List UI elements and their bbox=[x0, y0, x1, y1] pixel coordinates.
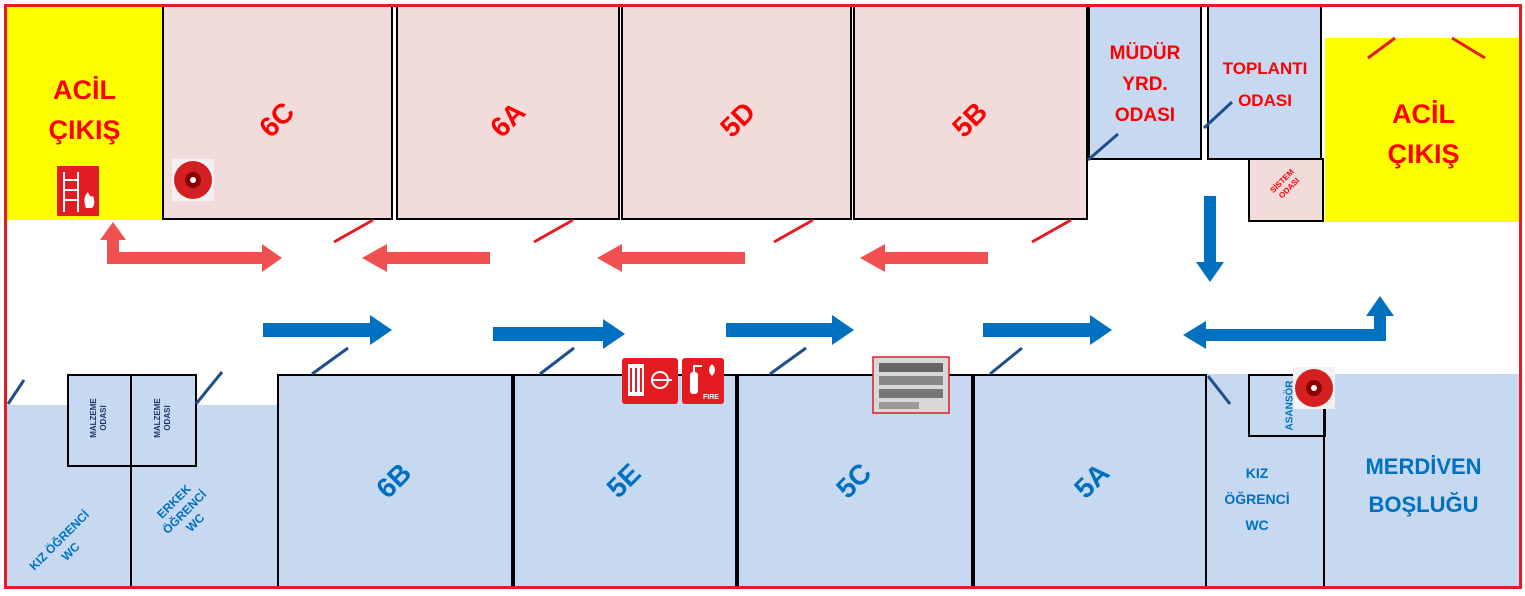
room-5b bbox=[853, 5, 1088, 220]
red-arrow-3 bbox=[362, 244, 490, 272]
room-5e bbox=[513, 374, 737, 588]
storage-1-label: MALZEME ODASI bbox=[89, 398, 108, 438]
red-arrow-2 bbox=[597, 244, 745, 272]
blue-arrow-4 bbox=[983, 315, 1112, 345]
mudur-yrd-odasi bbox=[1088, 5, 1202, 160]
merdiven-area bbox=[1325, 374, 1522, 586]
mudur-label: MÜDÜR YRD. ODASI bbox=[1109, 43, 1181, 126]
wc-divider bbox=[130, 467, 132, 587]
red-arrow-1 bbox=[860, 244, 988, 272]
storage-2-label: MALZEME ODASI bbox=[153, 398, 172, 438]
toplanti-odasi bbox=[1207, 5, 1322, 160]
blue-arrow-down bbox=[1196, 196, 1224, 282]
fire-sign-text: FIRE bbox=[703, 394, 719, 401]
kiz-wc-right-label: KIZ ÖĞRENCİ WC bbox=[1224, 465, 1290, 533]
red-doors bbox=[333, 36, 1486, 244]
stairwell-label: MERDİVEN BOŞLUĞU bbox=[1365, 454, 1482, 517]
room-5a bbox=[973, 374, 1207, 588]
smoke-detector-icon bbox=[1293, 367, 1335, 409]
red-evacuation-arrows bbox=[100, 222, 988, 272]
blue-arrow-2 bbox=[493, 319, 625, 349]
blue-arrow-3 bbox=[726, 315, 854, 345]
smoke-detector-icon bbox=[172, 159, 214, 201]
room-6b bbox=[277, 374, 513, 588]
right-exit-label: ACİL ÇIKIŞ bbox=[1387, 99, 1460, 169]
right-wc-divider bbox=[1205, 374, 1207, 586]
storage-1 bbox=[67, 374, 132, 467]
room-5d bbox=[621, 5, 852, 220]
fire-extinguisher-icon: FIRE bbox=[682, 358, 724, 404]
sistem-odasi bbox=[1248, 158, 1324, 222]
red-arrow-4 bbox=[100, 222, 282, 272]
blue-arrow-split bbox=[1183, 296, 1394, 349]
elevator-label: ASANSÖR bbox=[1284, 380, 1296, 431]
right-emergency-exit bbox=[1325, 38, 1522, 222]
blue-doors bbox=[6, 100, 1234, 405]
electrical-panel-icon bbox=[872, 356, 950, 414]
fire-escape-ladder-icon bbox=[57, 166, 99, 216]
fire-hose-cabinet-icon bbox=[622, 358, 678, 404]
storage-2 bbox=[130, 374, 197, 467]
blue-arrow-1 bbox=[263, 315, 392, 345]
left-exit-label: ACİL ÇIKIŞ bbox=[48, 75, 121, 145]
stair-divider bbox=[1323, 374, 1325, 586]
toplanti-label: TOPLANTI ODASI bbox=[1222, 59, 1308, 110]
blue-evacuation-arrows bbox=[263, 196, 1394, 349]
floor-outline bbox=[4, 4, 1522, 589]
